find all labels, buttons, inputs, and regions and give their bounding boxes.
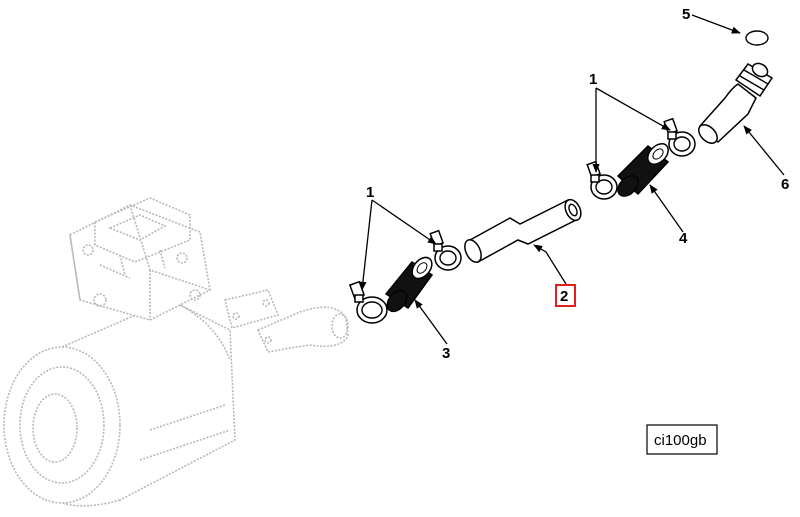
callout-1-left: 1 <box>366 184 374 201</box>
hose-clamp-left <box>348 280 388 324</box>
rubber-hose-left <box>384 256 434 313</box>
callout-6: 6 <box>781 176 789 193</box>
elbow-fitting-part-6 <box>698 62 774 144</box>
callout-2-highlight-box <box>555 284 576 307</box>
metal-tube-part-2 <box>464 198 582 264</box>
figure-reference-code: ci100gb <box>654 432 707 449</box>
hose-clamp-middle-right <box>586 160 618 200</box>
compressor-ghost-illustration <box>3 197 349 507</box>
callout-4: 4 <box>679 230 688 247</box>
leader-lines <box>359 14 785 345</box>
hose-clamp-middle-left <box>429 229 462 271</box>
o-ring-part-5 <box>745 30 769 46</box>
callout-5: 5 <box>682 6 690 23</box>
figure-reference-box: ci100gb <box>646 424 718 455</box>
callout-1-right: 1 <box>589 71 597 88</box>
rubber-hose-right <box>616 143 670 197</box>
callout-2[interactable]: 2 <box>560 288 568 305</box>
callout-3: 3 <box>442 345 450 362</box>
